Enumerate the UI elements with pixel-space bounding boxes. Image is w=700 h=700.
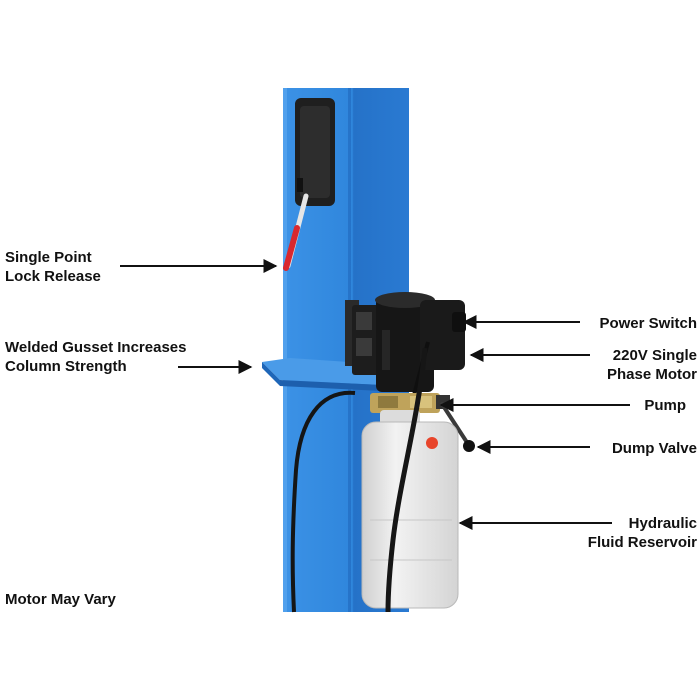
power-unit-motor [345, 292, 466, 415]
label-motor: 220V Single Phase Motor [606, 347, 697, 383]
note-motor-may-vary: Motor May Vary [5, 591, 116, 608]
callout-arrows [120, 259, 630, 530]
label-lock-release: Single Point Lock Release [5, 249, 101, 285]
label-dump-valve: Dump Valve [611, 440, 697, 457]
label-power-switch: Power Switch [599, 315, 697, 332]
reservoir-cap [426, 437, 438, 449]
label-gusset: Welded Gusset Increases Column Strength [5, 339, 187, 375]
label-pump: Pump [644, 397, 686, 414]
return-hose [385, 347, 428, 613]
label-reservoir: Hydraulic Fluid Reservoir [587, 515, 697, 551]
lock-release-mechanism [283, 98, 335, 271]
fluid-reservoir-tank [361, 410, 459, 609]
hydraulic-hose [290, 390, 356, 613]
power-switch-knob [452, 312, 466, 332]
